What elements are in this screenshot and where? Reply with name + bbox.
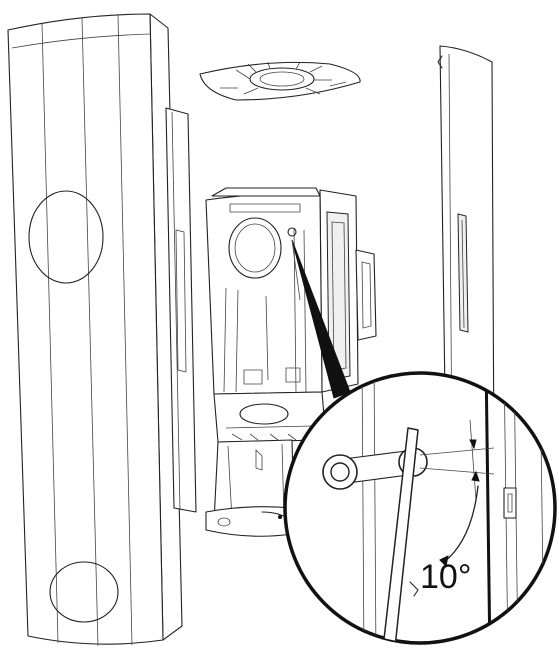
zoom-pointer <box>291 239 351 399</box>
lower-round-opening <box>49 561 119 623</box>
angle-label: 10° <box>420 558 471 596</box>
left-side-panel <box>7 13 197 647</box>
magnifier-detail: 10° <box>283 371 557 645</box>
top-cover-plate <box>199 61 361 101</box>
upper-round-opening <box>28 190 104 284</box>
